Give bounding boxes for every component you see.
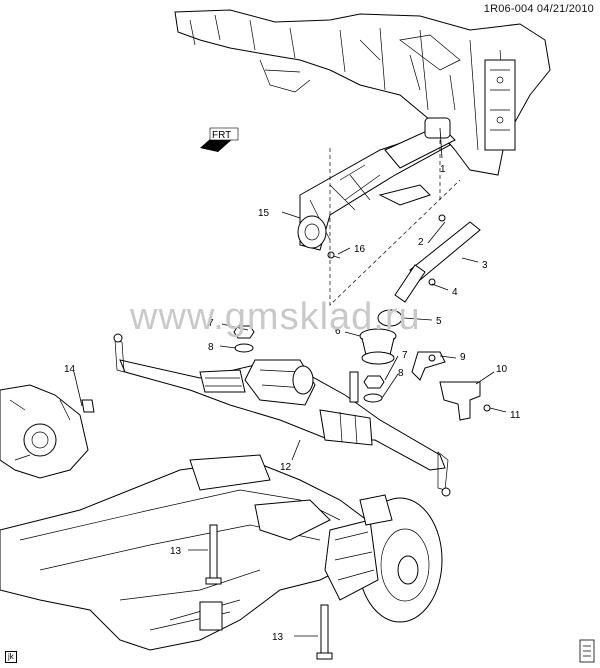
alignment-line-column [329, 148, 461, 306]
nut-washer-right [363, 375, 385, 403]
callout-2: 2 [418, 237, 424, 248]
callout-15: 15 [258, 208, 270, 219]
callout-1: 1 [440, 164, 446, 175]
callout-8-right: 8 [398, 368, 404, 379]
corner-stamp-icon [579, 639, 595, 663]
bolt-11 [483, 404, 491, 412]
bracket-9 [411, 351, 446, 381]
corner-label: jk [5, 651, 17, 663]
left-knuckle [0, 384, 95, 479]
steering-gear-rack [113, 333, 451, 497]
steering-column [297, 117, 456, 259]
brake-rotor-hub [324, 494, 443, 623]
callout-3: 3 [482, 260, 488, 271]
callout-13-lower: 13 [272, 632, 284, 643]
watermark-text: www.gmsklad.ru [130, 296, 421, 338]
heat-shield-10 [439, 381, 481, 421]
bolt-13-upper [205, 524, 222, 585]
callout-11: 11 [510, 410, 521, 421]
nut-washer-left [233, 325, 255, 353]
callout-7-right: 7 [402, 350, 408, 361]
callout-5: 5 [436, 316, 442, 327]
callout-8-left: 8 [208, 342, 214, 353]
intermediate-shaft [377, 214, 481, 327]
callout-6: 6 [335, 326, 341, 337]
callout-7-left: 7 [208, 318, 214, 329]
bolt-13-lower [316, 604, 333, 660]
front-label: FRT [212, 130, 231, 141]
callout-labels: 1 2 3 4 5 6 7 8 7 8 9 10 11 12 13 13 14 … [64, 164, 521, 643]
body-structure-top [174, 9, 551, 176]
front-subframe [0, 454, 381, 651]
diagram-reference-header: 1R06-004 04/21/2010 [483, 3, 594, 15]
front-direction-icon: FRT [200, 127, 239, 152]
callout-16: 16 [354, 244, 366, 255]
callout-9: 9 [460, 352, 466, 363]
leader-lines [73, 127, 507, 637]
callout-12: 12 [280, 462, 292, 473]
callout-4: 4 [452, 287, 458, 298]
callout-14: 14 [64, 364, 76, 375]
callout-10: 10 [496, 364, 508, 375]
callout-13-upper: 13 [170, 546, 182, 557]
